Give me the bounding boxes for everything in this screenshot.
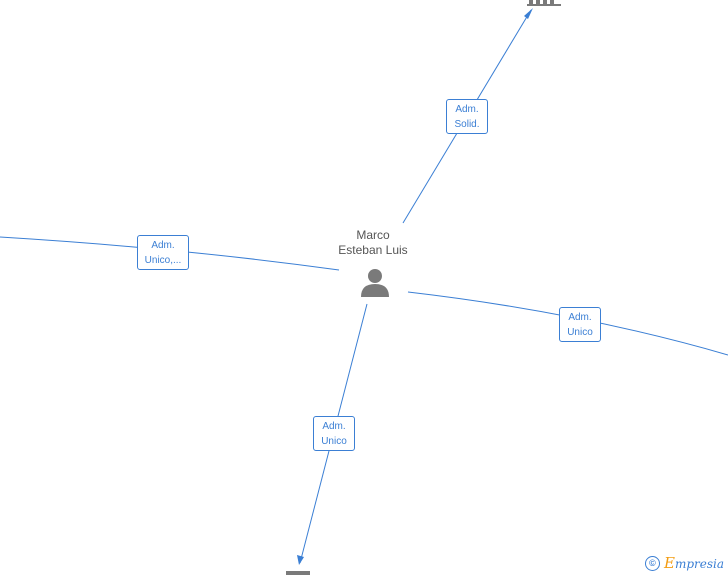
center-node-name-line1: Marco	[356, 228, 390, 242]
center-node-name[interactable]: Marco Esteban Luis	[323, 228, 423, 258]
arrow-top	[524, 8, 533, 19]
brand-logo-rest: mpresia	[674, 557, 724, 571]
edge-label-right[interactable]: Adm. Unico	[559, 307, 601, 342]
edge-label-bottom[interactable]: Adm. Unico	[313, 416, 355, 451]
node-bottom-icon[interactable]	[286, 571, 310, 575]
edge-label-bottom-line1: Adm.	[322, 421, 346, 432]
brand-logo-first: E	[663, 554, 675, 572]
brand-logo[interactable]: Empresia	[664, 554, 724, 572]
building-icon[interactable]	[527, 0, 561, 7]
person-icon[interactable]	[359, 268, 391, 298]
edge-label-top[interactable]: Adm. Solid.	[446, 99, 488, 134]
edge-label-top-line1: Adm.	[455, 104, 479, 115]
copyright-icon: ©	[644, 555, 660, 571]
edge-label-left-line2: Unico,...	[144, 255, 182, 266]
edge-label-left[interactable]: Adm. Unico,...	[137, 235, 189, 270]
edge-label-right-line2: Unico	[567, 327, 593, 338]
edge-label-top-line2: Solid.	[454, 119, 480, 130]
edge-label-right-line1: Adm.	[568, 312, 592, 323]
edge-label-left-line1: Adm.	[151, 240, 175, 251]
edge-label-bottom-line2: Unico	[321, 436, 347, 447]
center-node-name-line2: Esteban Luis	[338, 243, 408, 257]
arrow-bottom	[297, 555, 304, 565]
copyright-footer: © Empresia	[644, 554, 724, 572]
